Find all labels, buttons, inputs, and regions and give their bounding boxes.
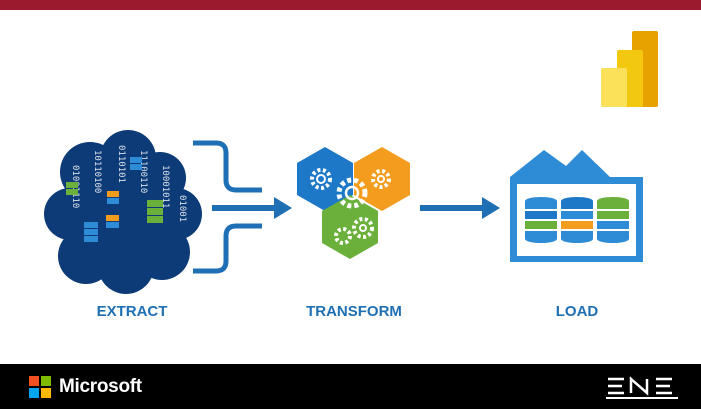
power-bi-icon xyxy=(601,31,658,107)
footer-bar xyxy=(0,364,701,409)
database-stack-1 xyxy=(525,197,557,243)
database-stack-2 xyxy=(561,197,593,243)
binary-column-2: 10110100 xyxy=(92,150,102,193)
binary-column-3: 0110101 xyxy=(116,145,126,183)
arrow-extract-to-transform xyxy=(212,197,292,219)
gears-icon xyxy=(297,147,410,259)
binary-column-5: 10001011 xyxy=(160,165,170,208)
stage-label-load: LOAD xyxy=(556,303,599,320)
microsoft-logo-icon xyxy=(29,376,51,398)
stage-label-extract: EXTRACT xyxy=(97,303,168,320)
warehouse-icon xyxy=(510,150,643,262)
extract-input-lines xyxy=(193,140,262,274)
binary-column-4: 11100110 xyxy=(138,150,148,193)
arrow-transform-to-load xyxy=(420,197,500,219)
stage-label-transform: TRANSFORM xyxy=(306,303,402,320)
top-accent-bar xyxy=(0,0,701,10)
ene-logo-icon xyxy=(604,374,680,402)
database-stack-3 xyxy=(597,197,629,243)
binary-column-6: 01001 xyxy=(177,195,187,222)
database-cloud-icon: 01001110 10110100 0110101 11100110 10001… xyxy=(44,130,202,294)
microsoft-wordmark: Microsoft xyxy=(59,376,142,397)
